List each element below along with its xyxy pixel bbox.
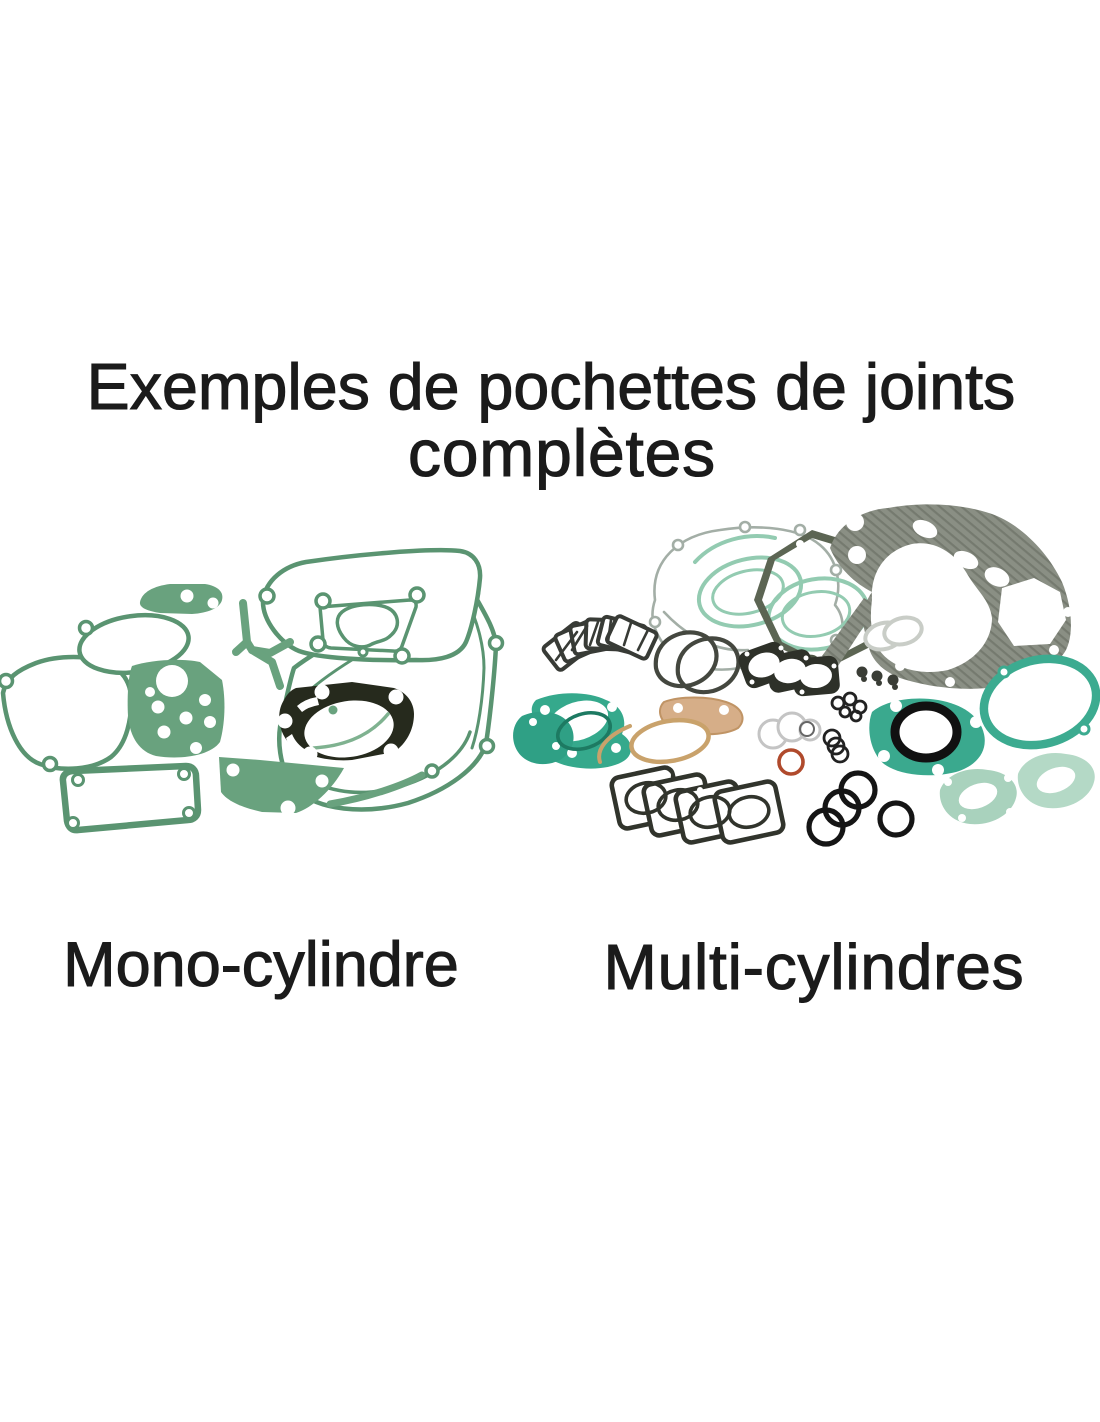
svg-text:Multi-cylindres: Multi-cylindres: [604, 931, 1025, 1003]
svg-text:complètes: complètes: [408, 416, 716, 490]
svg-text:Exemples de pochettes de joint: Exemples de pochettes de joints: [87, 351, 1016, 423]
svg-text:Mono-cylindre: Mono-cylindre: [63, 930, 459, 1000]
